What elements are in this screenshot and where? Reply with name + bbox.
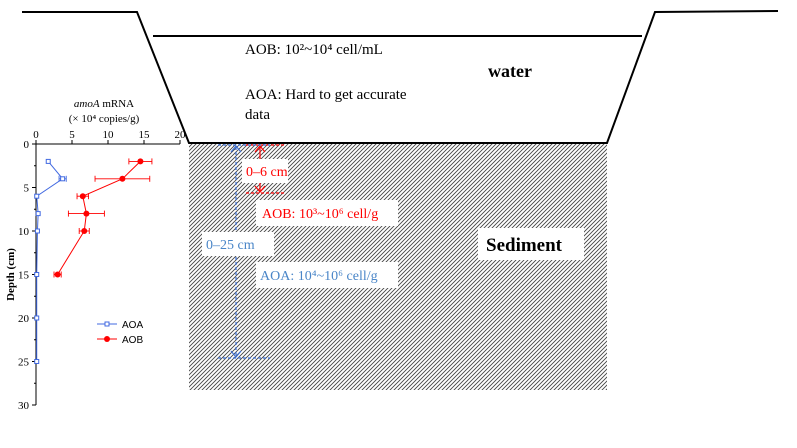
total-depth-marker xyxy=(218,144,270,359)
x-tick-label: 15 xyxy=(139,129,151,141)
aob-line xyxy=(57,161,141,275)
pond-cross-section xyxy=(22,10,779,390)
chart-title-units: (× 10⁴ copies/g) xyxy=(69,113,140,125)
chart-title-gene: amoA xyxy=(74,98,100,110)
aoa-point xyxy=(34,272,40,277)
aoa-water-abundance-line2: data xyxy=(245,107,270,123)
aoa-point xyxy=(34,228,40,234)
water-label: water xyxy=(488,61,532,81)
x-tick-label: 20 xyxy=(175,129,187,141)
aoa-line xyxy=(36,161,64,362)
aoa-water-abundance-line1: AOA: Hard to get accurate xyxy=(245,87,407,103)
aob-point xyxy=(119,175,126,182)
sediment-label: Sediment xyxy=(486,235,563,256)
chart-title-rest: mRNA xyxy=(100,98,135,110)
y-tick-label: 25 xyxy=(18,357,30,369)
chart-legend: AOA AOB xyxy=(97,320,143,346)
y-tick-label: 20 xyxy=(18,313,30,325)
aob-depth-label: 0–6 cm xyxy=(246,165,288,180)
aoa-point xyxy=(34,193,40,199)
amoa-depth-profile-chart: 0 5 10 15 20 0 5 10 15 20 25 30 amoA mRNA (× 10⁴ copi… xyxy=(5,98,186,412)
chart-title: amoA mRNA xyxy=(74,98,134,110)
aoa-point xyxy=(45,158,51,164)
aob-water-abundance: AOB: 10²~10⁴ cell/mL xyxy=(245,42,383,58)
y-axis-label: Depth (cm) xyxy=(5,248,17,301)
aoa-point xyxy=(34,315,40,321)
aob-point xyxy=(54,271,61,278)
y-tick-label: 15 xyxy=(18,270,30,282)
y-tick-label: 10 xyxy=(18,226,30,238)
x-tick-label: 5 xyxy=(69,129,75,141)
aob-point xyxy=(137,158,144,165)
y-tick-label: 0 xyxy=(24,139,30,151)
legend-label-aob: AOB xyxy=(122,335,143,346)
aob-sediment-abundance: AOB: 10³~10⁶ cell/g xyxy=(262,207,378,222)
aoa-point xyxy=(35,211,41,217)
aob-point xyxy=(83,210,90,217)
aoa-series xyxy=(34,158,67,364)
x-tick-label: 0 xyxy=(33,129,39,141)
x-tick-label: 10 xyxy=(103,129,115,141)
aoa-point xyxy=(60,176,66,182)
y-tick-label: 5 xyxy=(24,183,30,195)
aob-point xyxy=(79,193,86,200)
aoa-sediment-abundance: AOA: 10⁴~10⁶ cell/g xyxy=(260,269,378,284)
aoa-point xyxy=(34,359,40,364)
legend-marker-aoa xyxy=(104,321,110,327)
pond-bank-outline xyxy=(22,10,779,144)
y-tick-label: 30 xyxy=(18,400,30,412)
legend-marker-aob xyxy=(104,336,110,342)
legend-label-aoa: AOA xyxy=(122,320,143,331)
total-depth-label: 0–25 cm xyxy=(206,238,255,253)
aob-point xyxy=(81,228,88,234)
aob-series xyxy=(53,158,153,278)
